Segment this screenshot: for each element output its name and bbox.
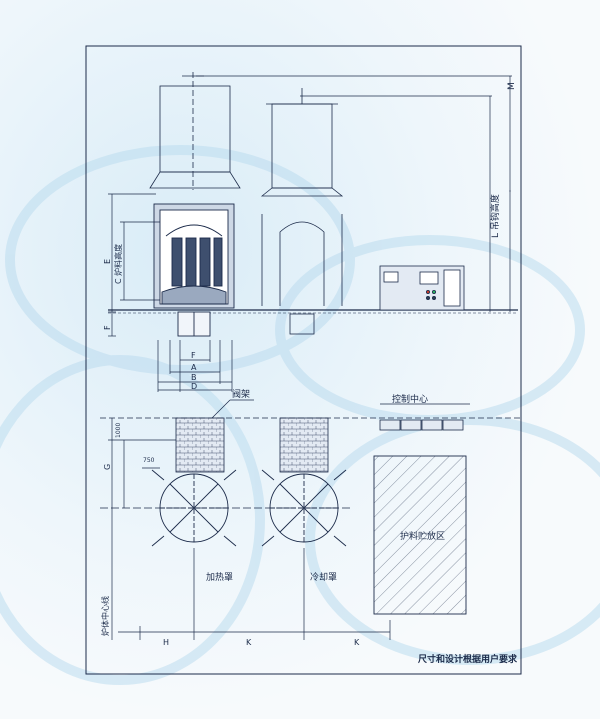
label-750: 750 — [143, 457, 155, 464]
label-e: E — [103, 259, 112, 264]
heating-furnace — [153, 203, 235, 337]
label-k1: K — [246, 638, 252, 647]
label-storage-area: 护料贮放区 — [400, 530, 445, 542]
plan-dimensions — [100, 399, 520, 640]
label-1000: 1000 — [115, 423, 122, 438]
label-g: G — [103, 464, 112, 470]
label-a: A — [191, 363, 197, 372]
label-m: M — [507, 82, 517, 90]
dimension-m — [196, 75, 512, 312]
label-control-center: 控制中心 — [392, 393, 428, 405]
label-b: B — [191, 373, 197, 382]
footnote: 尺寸和设计根据用户要求 — [418, 655, 518, 665]
drawing-frame — [85, 45, 522, 675]
label-f-side: F — [103, 325, 112, 330]
label-l-hook-height: L 吊钩高度 — [489, 194, 501, 238]
dimension-bottom — [157, 340, 233, 392]
label-heating-cover: 加热罩 — [206, 571, 233, 583]
label-f: F — [191, 351, 196, 360]
valve-frames — [175, 417, 329, 473]
label-cooling-cover: 冷却罩 — [310, 571, 337, 583]
raised-heating-cover — [149, 72, 241, 190]
label-d: D — [191, 382, 197, 391]
cooling-furnace — [260, 88, 344, 335]
control-center-plan — [379, 403, 470, 431]
label-h: H — [163, 638, 169, 647]
label-c-charge-height: C 炉料高度 — [113, 244, 123, 284]
control-cabinet — [379, 265, 465, 311]
ground-line — [108, 309, 518, 314]
dimension-l — [300, 95, 492, 312]
label-k2: K — [354, 638, 360, 647]
dimension-side — [108, 193, 160, 337]
storage-area — [373, 455, 467, 615]
label-furnace-centerline: 炉体中心线 — [100, 596, 110, 636]
label-valve-frame: 阀架 — [232, 389, 250, 400]
